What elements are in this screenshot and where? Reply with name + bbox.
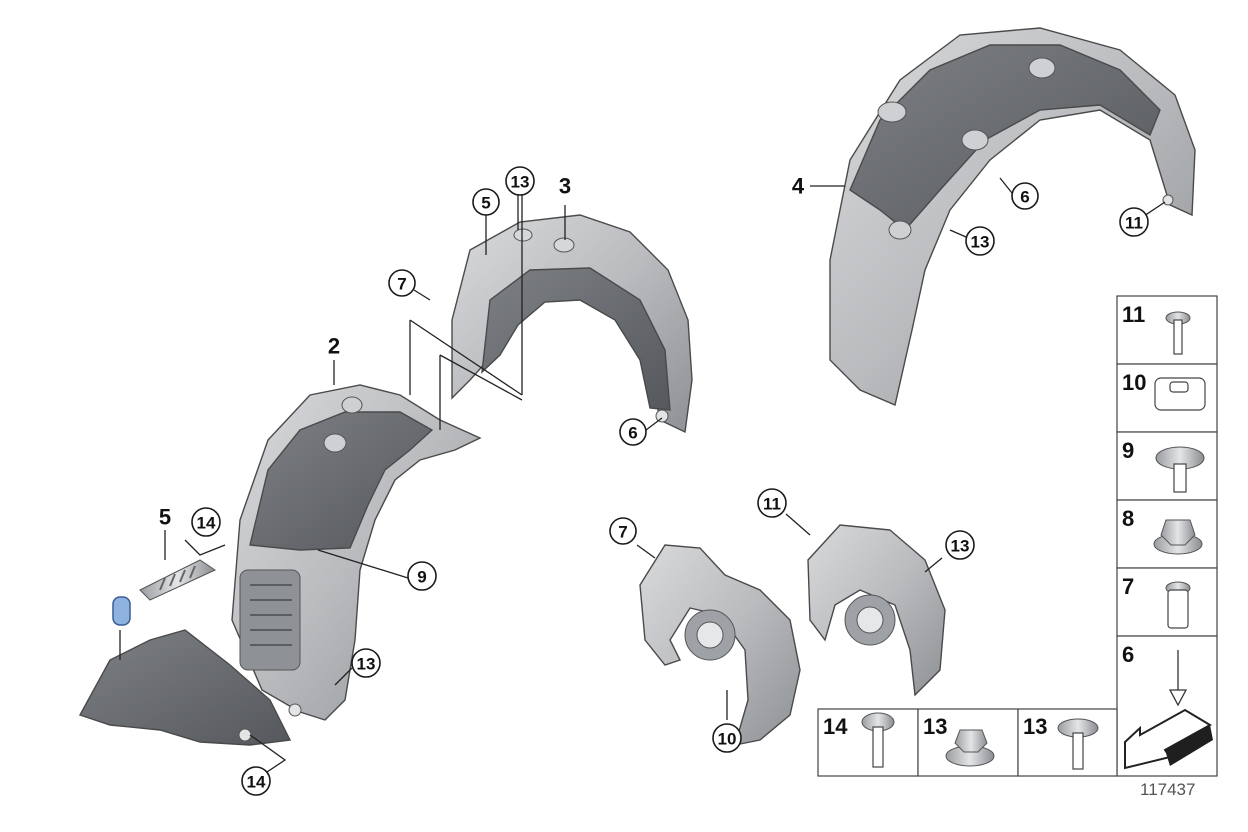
- reference-number: 117437: [1140, 780, 1195, 799]
- svg-text:9: 9: [1122, 438, 1134, 463]
- svg-text:7: 7: [618, 523, 627, 542]
- svg-text:14: 14: [247, 773, 266, 792]
- svg-text:13: 13: [923, 714, 947, 739]
- label-2: 2: [328, 334, 340, 359]
- legend-cell-7: 7: [1116, 567, 1218, 637]
- svg-text:13: 13: [511, 173, 530, 192]
- leader-lines: [119, 177, 1166, 781]
- svg-text:13: 13: [1023, 714, 1047, 739]
- legend-cell-9: 9: [1116, 431, 1218, 501]
- upper-wheel-arch-liner: [451, 214, 693, 434]
- svg-text:7: 7: [397, 275, 406, 294]
- svg-text:13: 13: [951, 537, 970, 556]
- callout-5-top: 5: [472, 188, 500, 216]
- callout-7-brake: 7: [609, 517, 637, 545]
- svg-text:14: 14: [197, 514, 216, 533]
- legend-cell-6: 6: [1116, 635, 1218, 777]
- callout-7-top: 7: [388, 269, 416, 297]
- svg-text:10: 10: [1122, 370, 1146, 395]
- lower-shield-bracket: [78, 629, 292, 746]
- svg-text:11: 11: [1122, 302, 1145, 327]
- callout-14-bottom: 14: [241, 766, 271, 796]
- legend-cell-11: 11: [1116, 295, 1218, 365]
- legend-cell-13b: 13: [1017, 708, 1118, 777]
- callout-6-right: 6: [1011, 182, 1039, 210]
- callout-13-brake: 13: [945, 530, 975, 560]
- svg-text:6: 6: [628, 424, 637, 443]
- brake-shield-right: [807, 524, 946, 697]
- front-wheel-arch-liner: [231, 384, 482, 721]
- svg-text:10: 10: [718, 730, 737, 749]
- svg-text:13: 13: [357, 655, 376, 674]
- svg-text:6: 6: [1020, 188, 1029, 207]
- svg-text:9: 9: [417, 568, 426, 587]
- callout-6-mid: 6: [619, 418, 647, 446]
- callout-13-right: 13: [965, 226, 995, 256]
- svg-text:11: 11: [1125, 214, 1143, 233]
- legend-cell-8: 8: [1116, 499, 1218, 569]
- legend-bottom: 14 13 13: [817, 708, 1118, 777]
- svg-text:5: 5: [481, 194, 490, 213]
- callout-11-brake: 11: [757, 488, 787, 518]
- callout-13-lower: 13: [351, 648, 381, 678]
- highlighted-clip: [112, 596, 131, 626]
- legend-cell-13a: 13: [917, 708, 1019, 777]
- brake-shield-left: [639, 544, 801, 746]
- callout-13-top: 13: [505, 166, 535, 196]
- legend-vertical: 11 10 9 8 7 6: [1116, 295, 1218, 777]
- svg-text:14: 14: [823, 714, 848, 739]
- svg-text:7: 7: [1122, 574, 1134, 599]
- hook-spring: [139, 559, 217, 601]
- callout-14-left: 14: [191, 507, 221, 537]
- rear-wheel-arch-liner: [829, 27, 1196, 406]
- svg-text:13: 13: [971, 233, 990, 252]
- legend-cell-10: 10: [1116, 363, 1218, 433]
- label-5-left: 5: [159, 505, 171, 530]
- svg-text:6: 6: [1122, 642, 1134, 667]
- callout-10: 10: [712, 723, 742, 753]
- callout-11-right: 11: [1119, 207, 1149, 237]
- label-4: 4: [792, 174, 805, 199]
- svg-text:11: 11: [763, 495, 781, 514]
- svg-text:8: 8: [1122, 506, 1134, 531]
- label-3: 3: [559, 174, 571, 199]
- legend-cell-14: 14: [817, 708, 919, 777]
- callout-9: 9: [407, 561, 437, 591]
